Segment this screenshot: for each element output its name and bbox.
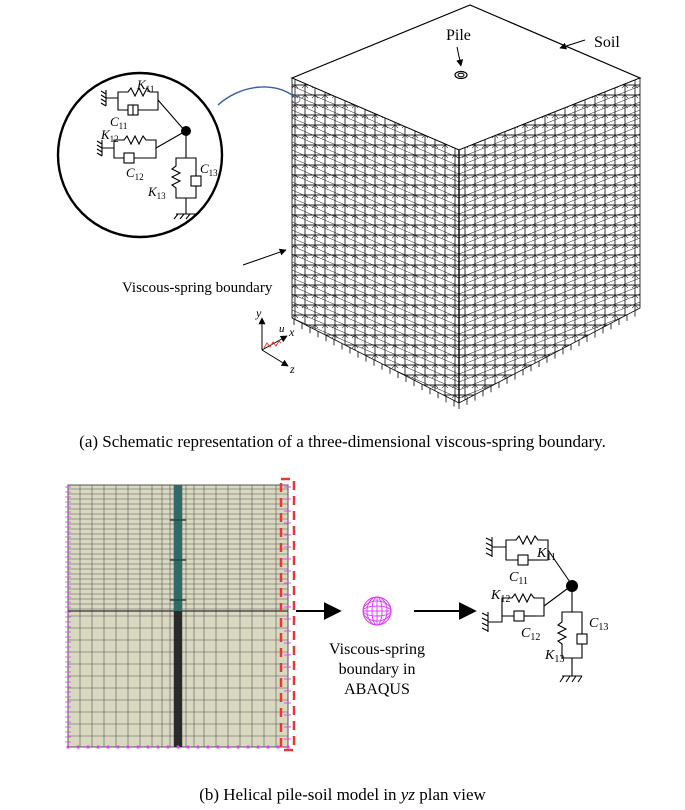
boundary-highlight	[279, 477, 296, 752]
a-k11: K	[136, 77, 147, 92]
svg-text:C12: C12	[126, 165, 144, 182]
svg-text:K11: K11	[136, 77, 154, 94]
svg-text:C13: C13	[200, 161, 218, 178]
b-k13: K	[544, 648, 555, 663]
panel-a: Pile Soil	[56, 4, 642, 451]
boundary-nodes-bottom	[66, 745, 290, 749]
pile-helices	[170, 519, 186, 601]
b-k11: K	[536, 546, 547, 561]
node-a	[181, 126, 191, 136]
pile-label: Pile	[446, 27, 471, 44]
sphere-label-line2: boundary in	[339, 661, 416, 678]
sphere-label-line3: ABAQUS	[344, 681, 410, 698]
soil-arrow	[559, 39, 586, 50]
caption-b-em: yz	[399, 785, 416, 804]
caption-a: (a) Schematic representation of a three-…	[79, 432, 606, 451]
caption-b-pre: (b) Helical pile-soil model in	[199, 785, 401, 804]
svg-text:C12: C12	[521, 626, 540, 643]
svg-text:K12: K12	[490, 588, 510, 605]
a-c12-sub: 12	[135, 172, 144, 182]
spring-detail-b	[481, 534, 588, 683]
a-c12: C	[126, 165, 135, 180]
magnifier-target	[291, 94, 301, 104]
b-c11: C	[509, 570, 519, 585]
a-c13-sub: 13	[209, 168, 219, 178]
b-k12-sub: 12	[500, 594, 510, 605]
svg-text:C11: C11	[509, 570, 528, 587]
spring-labels-a: K11 C11 K12 C12 K13 C13	[100, 77, 218, 201]
axis-u: u	[279, 323, 285, 335]
b-k12: K	[490, 588, 501, 603]
magnifier-connector	[217, 86, 297, 106]
svg-text:K13: K13	[544, 648, 564, 665]
a-c11: C	[110, 114, 119, 129]
magnifier-circle	[56, 71, 224, 239]
pile-shaft-lower	[174, 611, 182, 747]
boundary-arrow	[242, 248, 287, 266]
axis-y: y	[255, 306, 262, 320]
node-b	[566, 580, 578, 592]
caption-b: (b) Helical pile-soil model in yz plan v…	[199, 785, 486, 804]
fe-mesh	[65, 477, 296, 752]
sphere-label-line1: Viscous-spring	[329, 641, 425, 658]
a-c13: C	[200, 161, 209, 176]
spring-detail-a	[96, 86, 202, 220]
caption-b-post: plan view	[415, 785, 487, 804]
svg-text:K11: K11	[536, 546, 556, 563]
svg-text:C11: C11	[110, 114, 127, 131]
b-c13-sub: 13	[598, 622, 608, 633]
b-c12-sub: 12	[530, 632, 540, 643]
boundary-label: Viscous-spring boundary	[122, 280, 273, 296]
a-k13-sub: 13	[157, 191, 167, 201]
cube-bottom-supports	[293, 310, 636, 409]
axis-z: z	[289, 362, 295, 376]
spring-labels-b: K11 C11 K12 C12 K13 C13	[490, 546, 608, 665]
b-c11-sub: 11	[518, 576, 528, 587]
a-k11-sub: 11	[146, 84, 155, 94]
a-c11-sub: 11	[119, 121, 128, 131]
boundary-nodes-left	[65, 486, 71, 743]
pile-arrow	[456, 46, 464, 67]
b-k11-sub: 11	[546, 552, 556, 563]
b-c13: C	[589, 616, 599, 631]
soil-label: Soil	[594, 34, 620, 51]
b-k13-sub: 13	[554, 654, 564, 665]
pile-shaft-upper	[174, 485, 182, 611]
a-k12-sub: 12	[110, 134, 119, 144]
boundary-nodes-right	[284, 486, 291, 740]
svg-text:C13: C13	[589, 616, 608, 633]
pile-marker	[454, 70, 468, 80]
axes-triad	[258, 317, 289, 367]
panel-b: Viscous-spring boundary in ABAQUS	[65, 477, 608, 804]
a-k12: K	[100, 127, 111, 142]
svg-text:K13: K13	[147, 184, 166, 201]
b-c12: C	[521, 626, 531, 641]
axis-x: x	[288, 325, 295, 339]
a-k13: K	[147, 184, 158, 199]
svg-text:K12: K12	[100, 127, 119, 144]
sphere-icon	[362, 596, 392, 626]
soil-cube	[290, 4, 642, 409]
